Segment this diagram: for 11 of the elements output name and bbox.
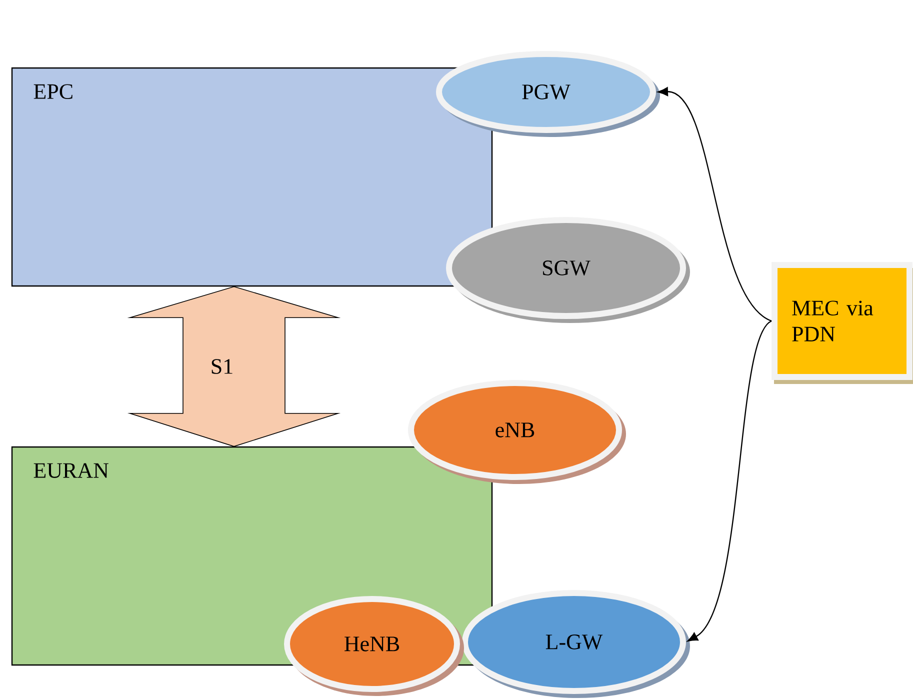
note-box: MEC via PDN <box>772 262 913 384</box>
block-box: EPC <box>11 67 493 287</box>
edge-label: S1 <box>212 359 232 374</box>
block-arrow <box>127 286 341 447</box>
ellipse-node: PGW <box>436 51 660 137</box>
ellipse-node: SGW <box>446 217 690 323</box>
ellipse-node: L-GW <box>462 590 690 698</box>
arrow <box>687 320 772 642</box>
ellipse-node: eNB <box>408 380 626 484</box>
ellipse-node: HeNB <box>284 596 464 696</box>
arrow <box>658 87 772 322</box>
